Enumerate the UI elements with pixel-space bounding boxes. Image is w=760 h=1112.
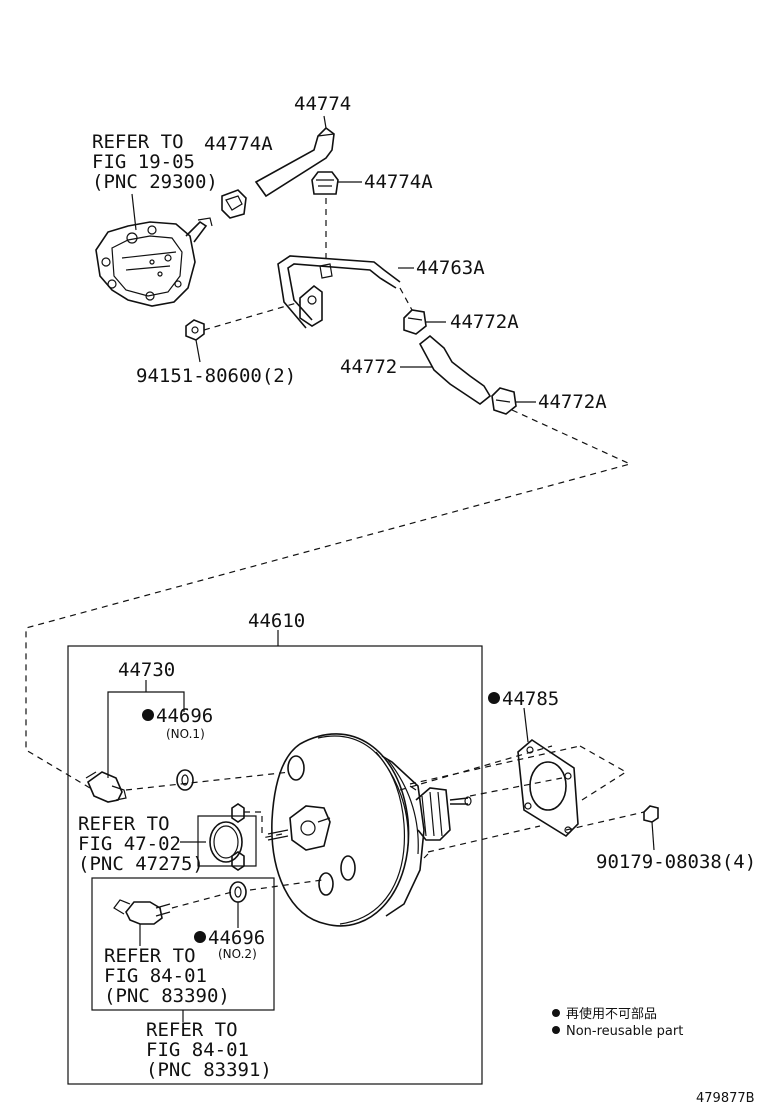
svg-text:REFER TO: REFER TO	[78, 813, 170, 835]
clamp-part	[221, 189, 247, 219]
label-44785: 44785	[502, 688, 559, 710]
bracket-line	[197, 815, 257, 867]
assembly-dashed-line	[399, 745, 553, 791]
label-44763a: 44763A	[416, 257, 485, 279]
assembly-dashed-line	[125, 771, 291, 791]
assembly-dashed-line	[203, 301, 301, 331]
label-44772: 44772	[340, 356, 397, 378]
leader-line	[131, 193, 137, 231]
legend-marker-icon	[552, 1026, 560, 1034]
stud-part	[267, 829, 289, 841]
assembly-dashed-line	[409, 745, 581, 785]
svg-text:FIG 19-05: FIG 19-05	[92, 151, 195, 173]
assembly-dashed-line	[244, 811, 263, 838]
legend: 再使用不可部品 Non-reusable part	[552, 1006, 683, 1039]
assembly-dashed-line	[579, 745, 628, 801]
non-reusable-marker-icon	[194, 931, 206, 943]
label-44774: 44774	[294, 93, 351, 115]
gasket-part	[517, 738, 579, 838]
label-44730: 44730	[118, 659, 175, 681]
legend-en: Non-reusable part	[566, 1024, 683, 1039]
label-refer-84-b: REFER TO FIG 84-01 (PNC 83391)	[146, 1019, 272, 1081]
hose-routing-dashed-line	[25, 409, 632, 789]
svg-text:(PNC 83391): (PNC 83391)	[146, 1059, 272, 1081]
grommet-part	[176, 769, 194, 791]
hose-part	[418, 334, 492, 405]
assembly-dashed-line	[469, 777, 563, 797]
nut-part	[643, 805, 659, 823]
leader-line	[523, 707, 529, 743]
grommet-part	[229, 881, 247, 903]
assembly-dashed-line	[249, 879, 323, 891]
svg-text:(PNC 29300): (PNC 29300)	[92, 171, 218, 193]
vacuum-pipe-part	[277, 255, 401, 329]
svg-text:(PNC 47275): (PNC 47275)	[78, 853, 204, 875]
label-44772a: 44772A	[450, 311, 519, 333]
label-no1: (NO.1)	[166, 727, 205, 741]
check-valve-part	[85, 771, 127, 803]
label-44772a: 44772A	[538, 391, 607, 413]
leader-line	[651, 821, 655, 851]
brake-booster-part	[271, 733, 472, 927]
vacuum-pump-part	[95, 217, 213, 307]
assembly-dashed-line	[261, 833, 283, 839]
booster-assembly-box	[67, 645, 483, 1085]
svg-text:FIG 84-01: FIG 84-01	[146, 1039, 249, 1061]
leader-line	[195, 339, 201, 363]
figure-id: 479877B	[696, 1091, 755, 1106]
svg-text:REFER TO: REFER TO	[104, 945, 196, 967]
nut-part	[185, 319, 205, 341]
assembly-dashed-line	[427, 825, 541, 853]
legend-jp: 再使用不可部品	[566, 1006, 657, 1022]
assembly-dashed-line	[565, 811, 645, 831]
non-reusable-marker-icon	[142, 709, 154, 721]
label-refer-84-a: REFER TO FIG 84-01 (PNC 83390)	[104, 945, 230, 1007]
svg-text:(PNC 83390): (PNC 83390)	[104, 985, 230, 1007]
vacuum-connector-part	[113, 899, 171, 925]
hose-part	[254, 126, 335, 198]
label-no2: (NO.2)	[218, 947, 257, 961]
label-94151: 94151-80600(2)	[136, 365, 296, 387]
clamp-part	[311, 171, 339, 195]
label-44696: 44696	[208, 927, 265, 949]
label-44610: 44610	[248, 610, 305, 632]
label-90179: 90179-08038(4)	[596, 851, 756, 873]
assembly-dashed-line	[399, 287, 413, 311]
clamp-part	[403, 309, 427, 335]
svg-text:FIG 84-01: FIG 84-01	[104, 965, 207, 987]
clamp-part	[491, 387, 517, 415]
label-44696: 44696	[156, 705, 213, 727]
non-reusable-marker-icon	[488, 692, 500, 704]
o-ring-part	[209, 821, 243, 863]
svg-text:FIG 47-02: FIG 47-02	[78, 833, 181, 855]
legend-marker-icon	[552, 1009, 560, 1017]
svg-text:REFER TO: REFER TO	[92, 131, 184, 153]
label-44774a: 44774A	[364, 171, 433, 193]
svg-text:REFER TO: REFER TO	[146, 1019, 238, 1041]
label-44774a: 44774A	[204, 133, 273, 155]
label-refer-47: REFER TO FIG 47-02 (PNC 47275)	[78, 813, 204, 875]
label-refer-pump: REFER TO FIG 19-05 (PNC 29300)	[92, 131, 218, 193]
assembly-dashed-line	[171, 891, 233, 909]
leader-line	[323, 115, 327, 129]
